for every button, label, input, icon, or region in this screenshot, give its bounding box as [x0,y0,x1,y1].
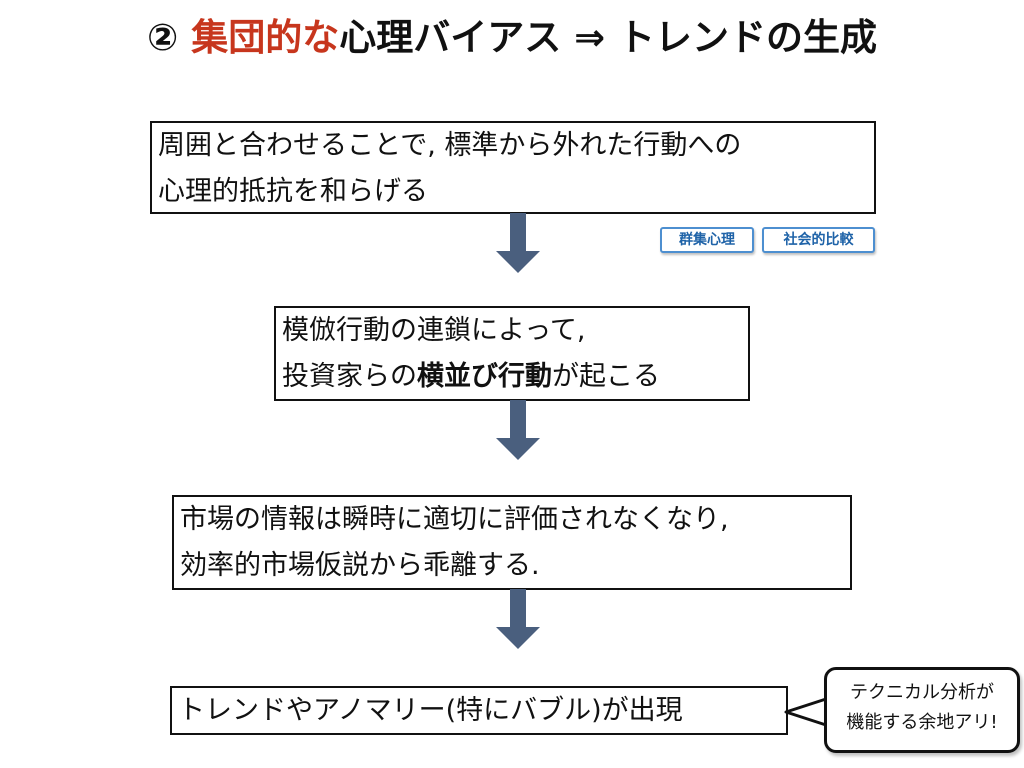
step-2-line-2: 投資家らの横並び行動が起こる [282,354,742,399]
down-arrow-1 [496,213,540,273]
step-4-line-1: トレンドやアノマリー(特にバブル)が出現 [178,695,683,726]
callout-line-1: テクニカル分析が [850,682,994,703]
tag-crowd-psychology: 群集心理 [660,227,754,253]
step-4-box: トレンドやアノマリー(特にバブル)が出現 [170,686,788,735]
title-rest: 心理バイアス ⇒ トレンドの生成 [339,16,877,59]
slide-title: ② 集団的な心理バイアス ⇒ トレンドの生成 [0,12,1024,64]
step-2-line-2-pre: 投資家らの [282,361,417,392]
step-2-line-1: 模倣行動の連鎖によって, [282,315,586,346]
step-3-line-1: 市場の情報は瞬時に適切に評価されなくなり, [180,504,729,535]
step-2-line-2-post: が起こる [552,361,660,392]
callout-line-2: 機能する余地アリ! [846,712,998,733]
step-3-box: 市場の情報は瞬時に適切に評価されなくなり, 効率的市場仮説から乖離する. [172,495,852,590]
step-3-line-2: 効率的市場仮説から乖離する. [180,550,540,581]
tag-social-comparison: 社会的比較 [762,227,875,253]
title-circle-number: ② [147,16,179,59]
down-arrow-3 [496,589,540,649]
step-1-line-1: 周囲と合わせることで, 標準から外れた行動への [158,130,742,161]
step-1-box: 周囲と合わせることで, 標準から外れた行動への 心理的抵抗を和らげる [150,121,876,214]
down-arrow-2 [496,400,540,460]
title-accent: 集団的な [191,16,340,59]
callout-bubble: テクニカル分析が 機能する余地アリ! [824,667,1020,753]
step-2-box: 模倣行動の連鎖によって, 投資家らの横並び行動が起こる [274,306,750,401]
step-1-line-2: 心理的抵抗を和らげる [158,176,428,207]
step-2-bold-text: 横並び行動 [417,361,552,392]
